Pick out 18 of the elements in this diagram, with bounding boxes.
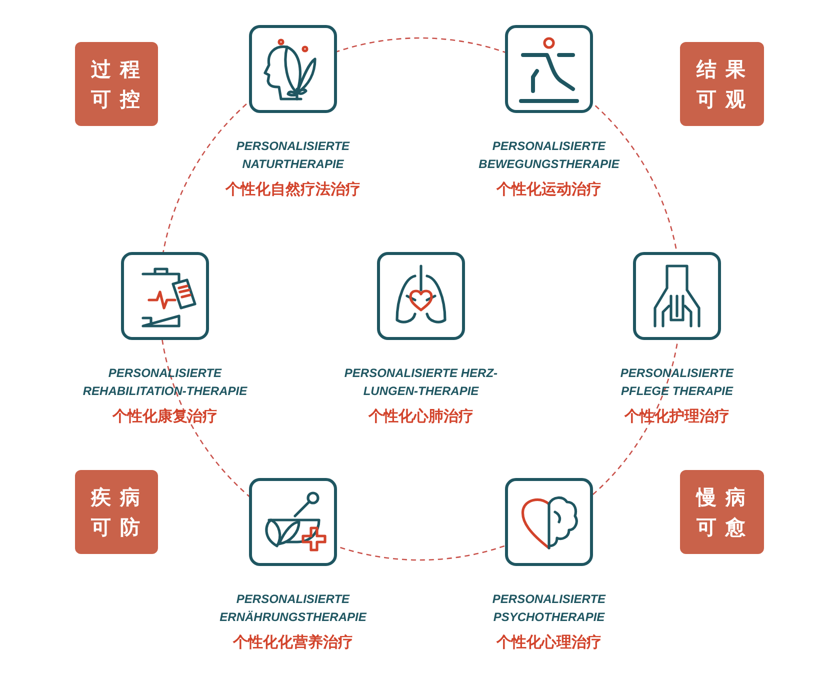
therapy-name-chinese: 个性化心肺治疗 — [368, 407, 474, 426]
therapy-name: PERSONALISIERTE HERZ-LUNGEN-THERAPIE — [344, 365, 498, 400]
label-badge: 结果可观 — [680, 42, 764, 126]
therapy-name-chinese: 个性化自然疗法治疗 — [226, 180, 360, 199]
therapy-name: PERSONALISIERTE REHABILITATION-THERAPIE — [82, 365, 248, 400]
therapy-name-chinese: 个性化心理治疗 — [496, 633, 602, 652]
therapy-name: PERSONALISIERTE PSYCHOTHERAPIE — [491, 591, 607, 626]
therapy-name: PERSONALISIERTE PFLEGE THERAPIE — [619, 365, 735, 400]
therapy-name: PERSONALISIERTE ERNÄHRUNGSTHERAPIE — [218, 591, 368, 626]
therapy-name-chinese: 个性化运动治疗 — [496, 180, 602, 199]
therapy-name: PERSONALISIERTE BEWEGUNGSTHERAPIE — [478, 138, 620, 173]
therapy-name-chinese: 个性化化营养治疗 — [233, 633, 353, 652]
label-badge: 慢病可愈 — [680, 470, 764, 554]
label-badge: 疾病可防 — [75, 470, 158, 554]
label-badge: 过程可控 — [75, 42, 158, 126]
therapy-name-chinese: 个性化康复治疗 — [112, 407, 218, 426]
therapy-name: PERSONALISIERTE NATURTHERAPIE — [235, 138, 351, 173]
therapy-name-chinese: 个性化护理治疗 — [624, 407, 730, 426]
